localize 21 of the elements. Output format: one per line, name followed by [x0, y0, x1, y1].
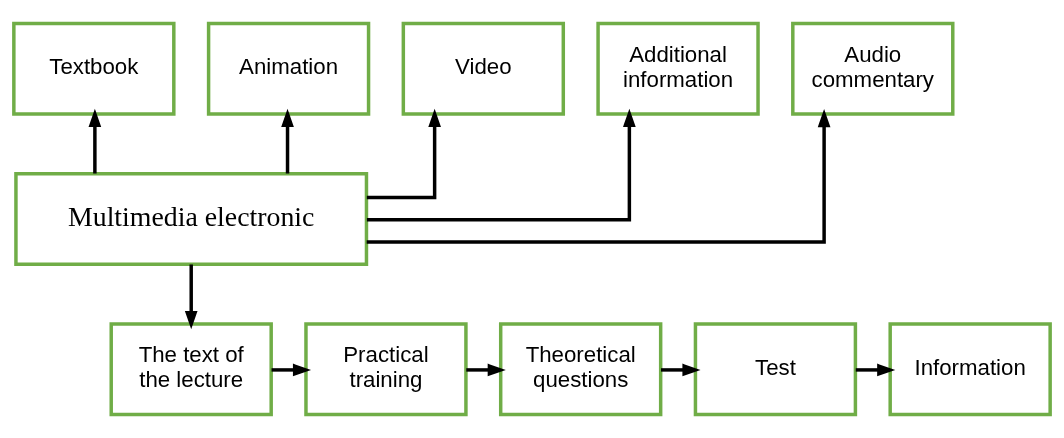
node-box: Information [888, 322, 1052, 417]
node-box: Textbook [12, 21, 176, 116]
node-box: The text of the lecture [109, 322, 273, 417]
arrow [466, 363, 506, 377]
arrow [366, 108, 441, 200]
arrow [855, 363, 896, 377]
node-box: Additional information [596, 21, 760, 116]
arrow [88, 108, 102, 174]
node-box: Audio commentary [791, 21, 955, 116]
node-box: Animation [206, 21, 371, 116]
arrow [366, 108, 636, 222]
arrow [281, 108, 294, 174]
arrow [184, 264, 198, 330]
node-box: Multimedia electronic [14, 172, 369, 266]
arrow [366, 109, 831, 244]
arrow [661, 363, 701, 377]
node-box: Test [693, 322, 858, 417]
arrow [271, 363, 312, 377]
node-box: Practical training [304, 322, 468, 417]
node-box: Video [401, 21, 566, 116]
node-box: Theoretical questions [498, 322, 663, 417]
